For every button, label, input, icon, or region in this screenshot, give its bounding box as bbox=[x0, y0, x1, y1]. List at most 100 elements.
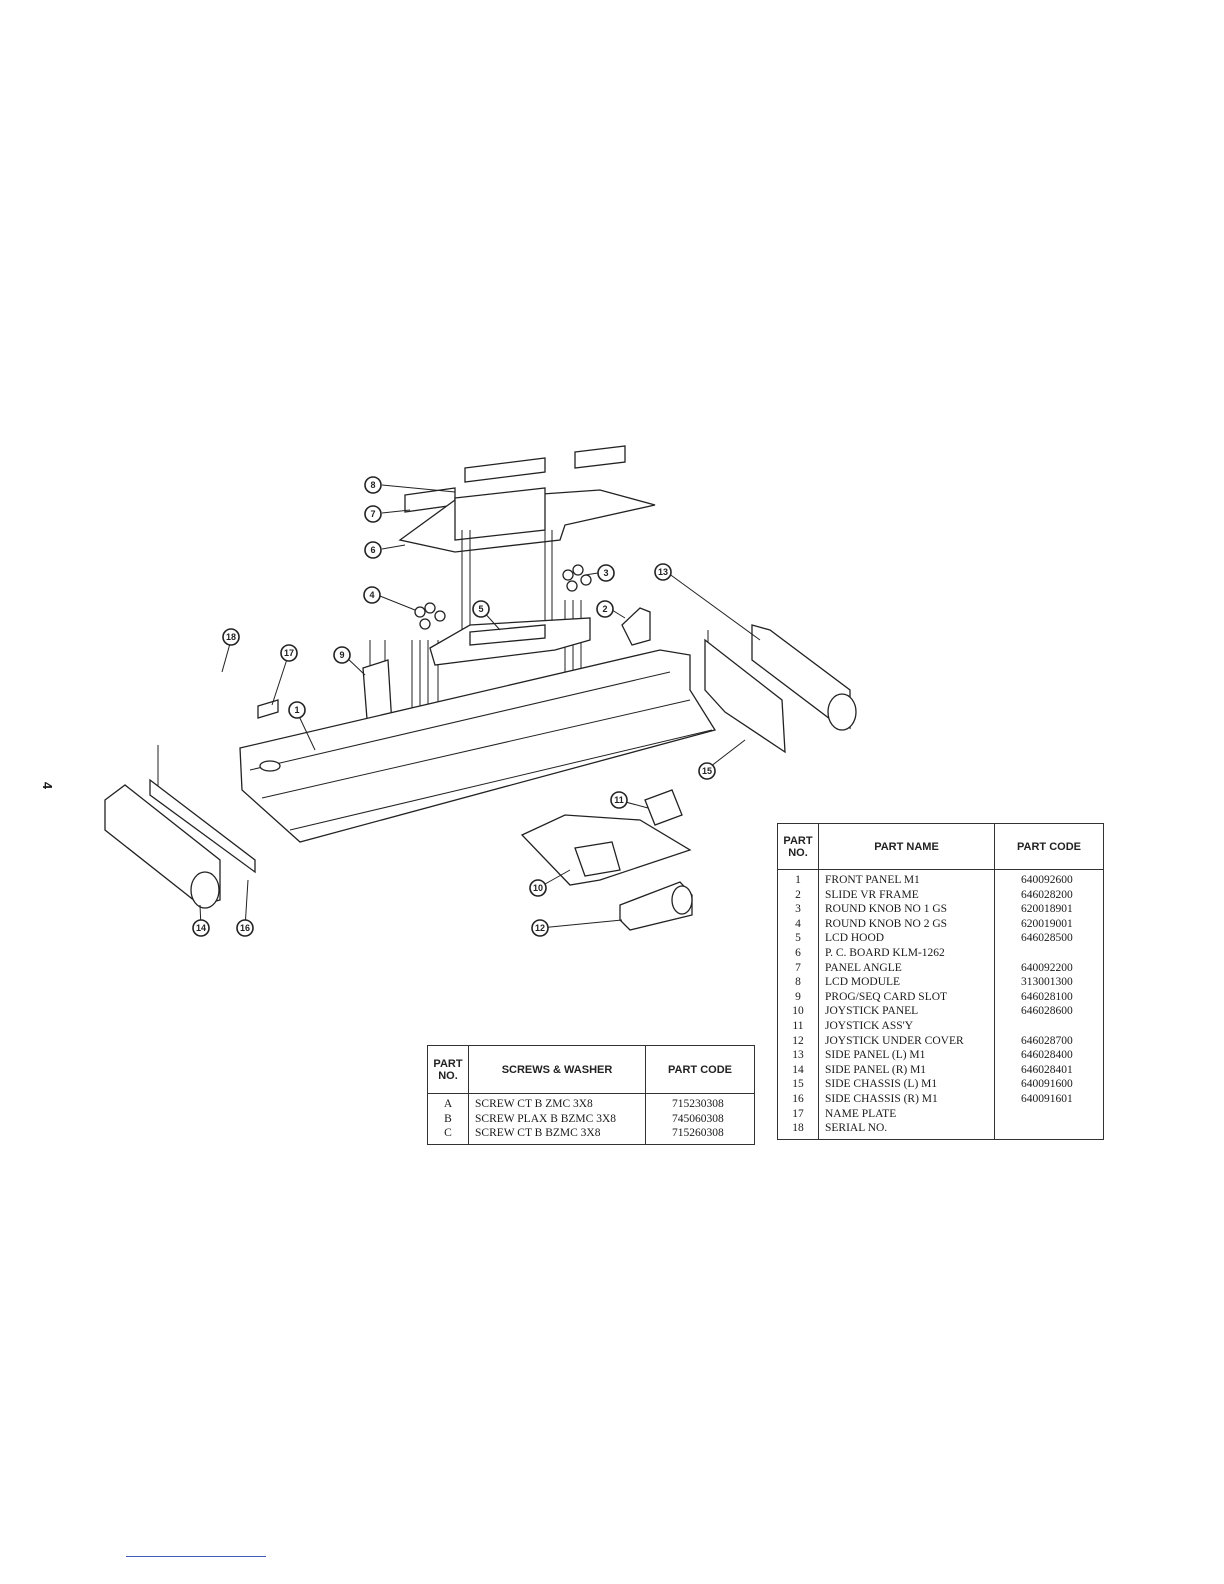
cell-name: PANEL ANGLE bbox=[818, 960, 995, 976]
svg-text:7: 7 bbox=[370, 509, 375, 519]
callout-5: 5 bbox=[472, 600, 490, 618]
svg-text:4: 4 bbox=[369, 590, 374, 600]
cell-no: 17 bbox=[777, 1106, 819, 1122]
page-number: 4 bbox=[40, 781, 56, 790]
side-panel-r-part bbox=[104, 778, 256, 909]
cell-code: 715230308 bbox=[645, 1093, 755, 1112]
callout-16: 16 bbox=[236, 919, 254, 937]
svg-text:10: 10 bbox=[533, 883, 543, 893]
cell-name: ROUND KNOB NO 2 GS bbox=[818, 916, 995, 932]
part-code-header: PART CODE bbox=[994, 823, 1104, 870]
cell-code: 646028400 bbox=[994, 1048, 1104, 1063]
callout-18a: 18 bbox=[222, 628, 240, 646]
svg-text:6: 6 bbox=[370, 545, 375, 555]
cell-code bbox=[994, 1121, 1104, 1140]
cell-code: 646028100 bbox=[994, 989, 1104, 1005]
lcd-module-part bbox=[404, 445, 626, 513]
joystick-panel-part bbox=[520, 789, 692, 886]
cell-name: JOYSTICK ASS'Y bbox=[818, 1018, 995, 1034]
cell-no: 13 bbox=[777, 1048, 819, 1063]
part-name-header: PART NAME bbox=[818, 823, 995, 870]
cell-no: 10 bbox=[777, 1004, 819, 1019]
callout-10: 10 bbox=[529, 879, 547, 897]
cell-no: 14 bbox=[777, 1062, 819, 1078]
part-no-header: PART NO. bbox=[777, 823, 819, 870]
slide-vr-frame-part bbox=[621, 607, 651, 646]
svg-text:14: 14 bbox=[196, 923, 206, 933]
cell-code: 640091601 bbox=[994, 1091, 1104, 1107]
screw-name-header: SCREWS & WASHER bbox=[468, 1045, 646, 1094]
bottom-rule bbox=[126, 1556, 266, 1557]
round-knobs-part bbox=[414, 564, 592, 630]
callout-11: 11 bbox=[610, 791, 628, 809]
cell-name: P. C. BOARD KLM-1262 bbox=[818, 945, 995, 961]
cell-code: 745060308 bbox=[645, 1111, 755, 1127]
cell-name: FRONT PANEL M1 bbox=[818, 869, 995, 888]
callout-6: 6 bbox=[364, 541, 382, 559]
svg-text:13: 13 bbox=[658, 567, 668, 577]
cell-code bbox=[994, 945, 1104, 961]
callout-9: 9 bbox=[333, 646, 351, 664]
cell-name: PROG/SEQ CARD SLOT bbox=[818, 989, 995, 1005]
callout-3: 3 bbox=[597, 564, 615, 582]
svg-text:3: 3 bbox=[603, 568, 608, 578]
cell-name: LCD HOOD bbox=[818, 931, 995, 946]
front-panel-part bbox=[239, 649, 717, 843]
cell-code: 640091600 bbox=[994, 1077, 1104, 1092]
cell-name: ROUND KNOB NO 1 GS bbox=[818, 902, 995, 917]
cell-code: 715260308 bbox=[645, 1126, 755, 1145]
cell-code bbox=[994, 1106, 1104, 1122]
cell-no: 1 bbox=[777, 869, 819, 888]
cell-name: NAME PLATE bbox=[818, 1106, 995, 1122]
svg-text:17: 17 bbox=[284, 648, 294, 658]
cell-name: JOYSTICK PANEL bbox=[818, 1004, 995, 1019]
side-panel-l-part bbox=[704, 624, 857, 754]
callout-15: 15 bbox=[698, 762, 716, 780]
cell-name: SIDE PANEL (L) M1 bbox=[818, 1048, 995, 1063]
callout-8: 8 bbox=[364, 476, 382, 494]
cell-code: 646028600 bbox=[994, 1004, 1104, 1019]
callout-7: 7 bbox=[364, 505, 382, 523]
callout-12: 12 bbox=[531, 919, 549, 937]
cell-name: SCREW CT B BZMC 3X8 bbox=[468, 1126, 646, 1145]
cell-no: 12 bbox=[777, 1033, 819, 1049]
callout-1: 1 bbox=[288, 701, 306, 719]
cell-no: A bbox=[427, 1093, 469, 1112]
cell-no: 11 bbox=[777, 1018, 819, 1034]
cell-no: 7 bbox=[777, 960, 819, 976]
cell-no: 4 bbox=[777, 916, 819, 932]
cell-no: 18 bbox=[777, 1121, 819, 1140]
joystick-under-cover-part bbox=[619, 881, 693, 931]
cell-no: 9 bbox=[777, 989, 819, 1005]
cell-code bbox=[994, 1018, 1104, 1034]
callout-14: 14 bbox=[192, 919, 210, 937]
svg-text:9: 9 bbox=[339, 650, 344, 660]
cell-no: 3 bbox=[777, 902, 819, 917]
cell-no: C bbox=[427, 1126, 469, 1145]
svg-text:18: 18 bbox=[226, 632, 236, 642]
screw-code-header: PART CODE bbox=[645, 1045, 755, 1094]
cell-no: 6 bbox=[777, 945, 819, 961]
